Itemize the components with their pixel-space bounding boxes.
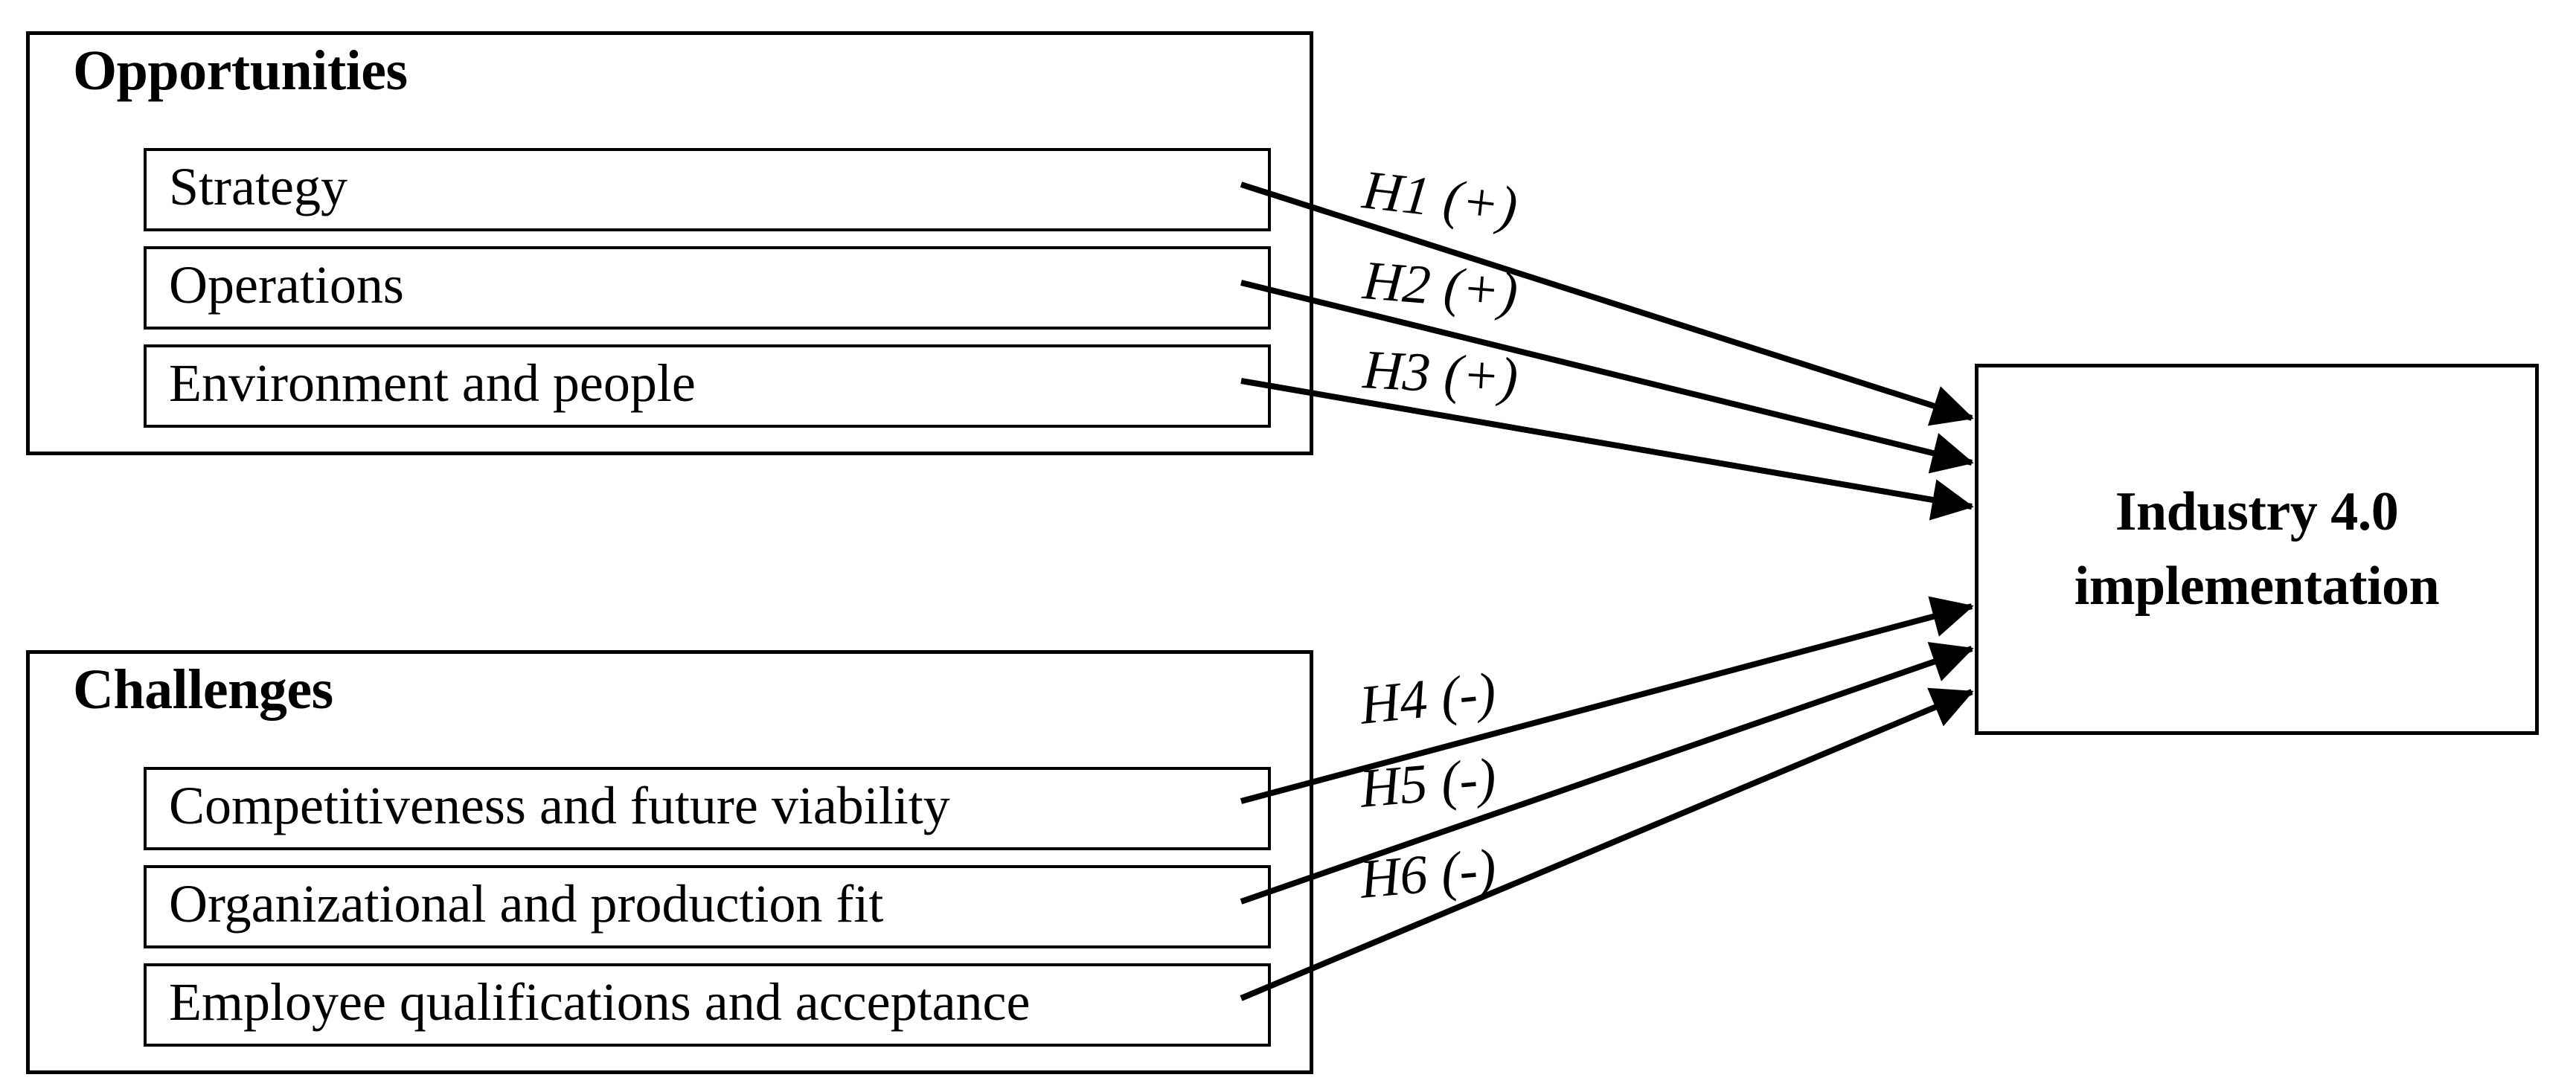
- item-box-employee-qualifications-and-acceptance: Employee qualifications and acceptance: [144, 963, 1271, 1047]
- challenges-group-box: Challenges Competitiveness and future vi…: [26, 650, 1313, 1074]
- hypothesis-label-h5: H5 (-): [1357, 747, 1499, 820]
- item-label-strategy: Strategy: [169, 157, 347, 216]
- hypothesis-label-h4: H4 (-): [1356, 661, 1499, 736]
- target-label-line-1: Industry 4.0: [2115, 481, 2399, 542]
- item-box-organizational-and-production-fit: Organizational and production fit: [144, 865, 1271, 948]
- arrow-h4: [1240, 596, 1974, 804]
- arrow-h5: [1240, 641, 1974, 905]
- hypothesis-label-h3: H3 (+): [1361, 339, 1520, 408]
- item-label-organizational-and-production-fit: Organizational and production fit: [169, 874, 884, 934]
- target-box-industry-40-implementation: Industry 4.0 implementation: [1975, 364, 2539, 735]
- hypothesis-label-h1: H1 (+): [1359, 159, 1521, 238]
- arrow-h2: [1240, 280, 1974, 474]
- arrow-h1: [1240, 182, 1974, 426]
- challenges-group-title: Challenges: [73, 658, 333, 721]
- item-box-operations: Operations: [144, 246, 1271, 330]
- item-label-employee-qualifications-and-acceptance: Employee qualifications and acceptance: [169, 972, 1031, 1032]
- opportunities-group-title: Opportunities: [73, 39, 408, 102]
- target-label-line-2: implementation: [2074, 555, 2440, 617]
- item-label-environment-and-people: Environment and people: [169, 353, 696, 413]
- arrow-h3: [1240, 378, 1974, 521]
- item-box-environment-and-people: Environment and people: [144, 344, 1271, 428]
- arrow-h6: [1240, 687, 1974, 1001]
- hypothesis-label-h2: H2 (+): [1360, 250, 1520, 324]
- item-box-competitiveness-and-future-viability: Competitiveness and future viability: [144, 767, 1271, 850]
- item-label-competitiveness-and-future-viability: Competitiveness and future viability: [169, 776, 950, 835]
- item-box-strategy: Strategy: [144, 148, 1271, 231]
- opportunities-group-box: Opportunities Strategy Operations Enviro…: [26, 31, 1313, 455]
- hypothesis-label-h6: H6 (-): [1357, 838, 1499, 910]
- item-label-operations: Operations: [169, 255, 404, 315]
- target-box-label: Industry 4.0 implementation: [2074, 475, 2440, 624]
